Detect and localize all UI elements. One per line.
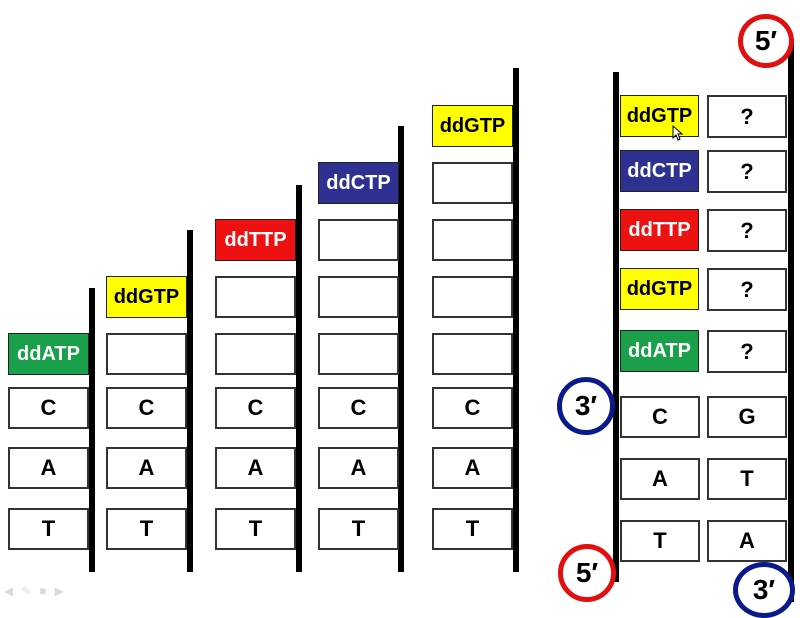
empty-slot — [106, 333, 187, 375]
ddntp-label: ddATP — [8, 333, 89, 375]
template-base: A — [432, 447, 513, 489]
ddntp-label: ddGTP — [106, 276, 187, 318]
template-base: C — [8, 387, 89, 429]
template-base: A — [8, 447, 89, 489]
cursor-icon — [672, 125, 684, 141]
template-base: T — [8, 508, 89, 550]
complement-base: A — [707, 520, 787, 562]
template-base: A — [620, 458, 700, 500]
empty-slot — [432, 162, 513, 204]
template-base: T — [318, 508, 399, 550]
empty-slot — [318, 333, 399, 375]
ddntp-label: ddTTP — [215, 219, 296, 261]
ladder-strand — [513, 68, 519, 572]
ddntp-fragment: ddATP — [620, 330, 699, 372]
template-base: T — [106, 508, 187, 550]
ddntp-label: ddCTP — [318, 162, 399, 204]
empty-slot — [318, 219, 399, 261]
template-base: A — [318, 447, 399, 489]
ddntp-label: ddGTP — [432, 105, 513, 147]
template-base: C — [620, 396, 700, 438]
template-base: A — [215, 447, 296, 489]
ladder-strand — [398, 126, 404, 572]
ladder-strand — [89, 288, 95, 572]
template-base: C — [432, 387, 513, 429]
five-prime-bottom-label: 5′ — [558, 544, 616, 602]
template-base: C — [106, 387, 187, 429]
empty-slot — [432, 333, 513, 375]
template-base: T — [620, 520, 700, 562]
three-prime-bottom-label: 3′ — [733, 562, 795, 618]
complement-base: G — [707, 396, 787, 438]
empty-slot — [432, 219, 513, 261]
empty-slot — [215, 276, 296, 318]
template-base: C — [318, 387, 399, 429]
right-strand — [788, 40, 794, 602]
ddntp-fragment: ddGTP — [620, 95, 699, 137]
unknown-base: ? — [707, 330, 787, 373]
template-base: T — [432, 508, 513, 550]
ladder-strand — [187, 230, 193, 572]
ladder-strand — [296, 185, 302, 572]
empty-slot — [215, 333, 296, 375]
empty-slot — [432, 276, 513, 318]
unknown-base: ? — [707, 95, 787, 138]
ddntp-fragment: ddGTP — [620, 268, 699, 310]
left-strand — [613, 72, 619, 582]
template-base: C — [215, 387, 296, 429]
three-prime-mid-label: 3′ — [557, 377, 615, 435]
ddntp-fragment: ddCTP — [620, 150, 699, 192]
player-controls-icon: ◀✎■▶ — [4, 584, 64, 598]
template-base: A — [106, 447, 187, 489]
template-base: T — [215, 508, 296, 550]
unknown-base: ? — [707, 150, 787, 193]
empty-slot — [318, 276, 399, 318]
ddntp-fragment: ddTTP — [620, 209, 699, 251]
unknown-base: ? — [707, 268, 787, 311]
five-prime-top-label: 5′ — [738, 14, 794, 68]
complement-base: T — [707, 458, 787, 500]
unknown-base: ? — [707, 209, 787, 252]
